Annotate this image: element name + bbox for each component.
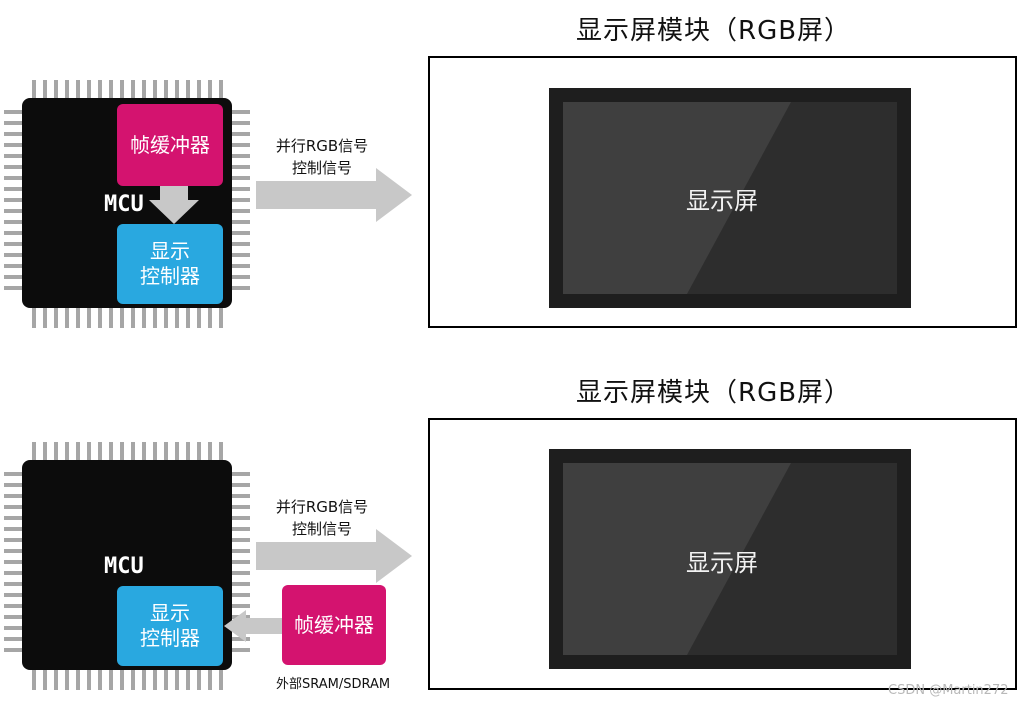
chip-1-pins-bottom <box>32 306 223 328</box>
signal-line2-1: 控制信号 <box>291 158 352 177</box>
chip-2-pins-right <box>230 472 250 652</box>
chip-1-pins-left <box>4 110 24 290</box>
chip-1-pins-right <box>230 110 250 290</box>
frame-buffer-label-2: 帧缓冲器 <box>294 612 374 637</box>
frame-buffer-box-1: 帧缓冲器 <box>117 104 223 186</box>
signal-line1-1: 并行RGB信号 <box>275 137 369 155</box>
signal-arrow-icon-1 <box>256 168 412 222</box>
external-memory-label: 外部SRAM/SDRAM <box>276 677 391 692</box>
panel-1-title: 显示屏模块（RGB屏） <box>576 16 852 46</box>
mcu-label-2: MCU <box>104 554 144 579</box>
display-controller-box-2: 显示 控制器 <box>117 586 223 666</box>
mcu-label-1: MCU <box>104 192 144 217</box>
chip-2-pins-left <box>4 472 24 652</box>
signal-text-1: 并行RGB信号 控制信号 <box>262 136 382 180</box>
controller-line2-2: 控制器 <box>140 626 200 650</box>
screen-label-2: 显示屏 <box>686 549 758 577</box>
screen-label-1: 显示屏 <box>686 187 758 215</box>
signal-arrow-icon-2 <box>256 529 412 583</box>
display-controller-box-1: 显示 控制器 <box>117 224 223 304</box>
chip-2-pins-bottom <box>32 668 223 690</box>
frame-buffer-label-1: 帧缓冲器 <box>130 132 210 157</box>
signal-text-2: 并行RGB信号 控制信号 <box>262 497 382 541</box>
chip-2-pins-top <box>32 442 223 462</box>
signal-line1-2: 并行RGB信号 <box>275 498 369 516</box>
controller-line1-2: 显示 <box>150 601 190 625</box>
signal-line2-2: 控制信号 <box>291 519 352 538</box>
frame-buffer-box-2: 帧缓冲器 <box>282 585 386 665</box>
display-screen-1 <box>549 88 911 308</box>
down-arrow-icon-1 <box>149 186 199 224</box>
controller-line2-1: 控制器 <box>140 264 200 288</box>
watermark: CSDN @Martin272 <box>888 683 1009 698</box>
left-arrow-icon-2 <box>224 610 282 642</box>
display-screen-2 <box>549 449 911 669</box>
chip-1-pins-top <box>32 80 223 100</box>
panel-2-title: 显示屏模块（RGB屏） <box>576 378 852 408</box>
controller-line1-1: 显示 <box>150 239 190 263</box>
